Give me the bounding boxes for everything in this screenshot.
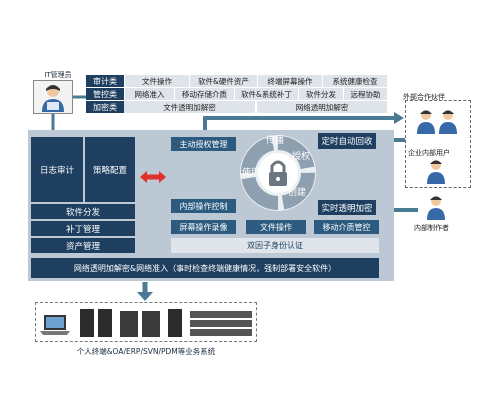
audit-health: 系统健康检查 bbox=[322, 75, 387, 87]
business-systems-box bbox=[35, 302, 257, 342]
control-network-access: 网络准入 bbox=[124, 88, 174, 100]
cycle-segment-authorize: 授权 bbox=[292, 152, 311, 162]
patch-mgmt-module: 补丁管理 bbox=[31, 221, 135, 236]
cycle-ring bbox=[240, 135, 316, 211]
category-control: 管控类 bbox=[86, 88, 124, 100]
enterprise-user-icon bbox=[427, 160, 445, 184]
control-software-dist: 软件分发 bbox=[298, 88, 343, 100]
bidirectional-arrow-icon bbox=[140, 171, 166, 183]
asset-mgmt-module: 资产管理 bbox=[31, 238, 135, 253]
policy-config-module: 策略配置 bbox=[85, 137, 135, 202]
external-partner-label: 外部合作伙伴 bbox=[403, 93, 445, 101]
internal-creator-icon bbox=[427, 196, 445, 220]
encrypt-network: 网络透明加解密 bbox=[256, 101, 387, 113]
encrypt-file: 文件透明加解密 bbox=[124, 101, 255, 113]
active-auth-module: 主动授权管理 bbox=[171, 137, 236, 151]
cycle-segment-use: 使用 bbox=[242, 168, 261, 178]
screen-record-module: 屏幕操作录像 bbox=[171, 220, 236, 234]
enterprise-user-label: 企业内部用户 bbox=[408, 149, 450, 157]
down-arrow-head bbox=[137, 292, 153, 301]
audit-file-ops: 文件操作 bbox=[124, 75, 189, 87]
lifecycle-cycle: 传播 授权 创建 使用 bbox=[238, 133, 318, 213]
partner-box bbox=[405, 100, 471, 188]
auth-arrow-head bbox=[394, 112, 404, 124]
lock-icon bbox=[269, 160, 287, 186]
two-factor-auth-module: 双因子身份认证 bbox=[171, 238, 379, 253]
it-admin-frame bbox=[33, 80, 73, 114]
software-dist-module: 软件分发 bbox=[31, 204, 135, 219]
log-audit-module: 日志审计 bbox=[31, 137, 83, 202]
admin-user-icon bbox=[42, 85, 64, 112]
it-admin-label: IT管理员 bbox=[44, 71, 72, 79]
policy-table: 审计类 文件操作 软件&硬件资产 终端屏幕操作 系统健康检查 管控类 网络准入 … bbox=[86, 75, 387, 113]
internal-op-control-module: 内部操作控制 bbox=[171, 199, 236, 213]
control-mobile-storage: 移动存储介质 bbox=[174, 88, 234, 100]
audit-assets: 软件&硬件资产 bbox=[189, 75, 257, 87]
audit-screen: 终端屏幕操作 bbox=[257, 75, 322, 87]
network-encrypt-bar: 网络透明加解密&网络准入（事时检查终端健康情况，强制部署安全软件） bbox=[31, 258, 379, 278]
file-ops-module: 文件操作 bbox=[246, 220, 306, 234]
cycle-segment-create: 创建 bbox=[288, 188, 307, 198]
partner-group-icon bbox=[417, 110, 457, 134]
control-remote-assist: 远程协助 bbox=[343, 88, 387, 100]
realtime-encrypt-module: 实时透明加密 bbox=[318, 200, 376, 215]
systems-caption: 个人终端&OA/ERP/SVN/PDM等业务系统 bbox=[76, 347, 216, 356]
internal-creator-label: 内部制作者 bbox=[414, 224, 449, 232]
systems-devices-icon bbox=[40, 309, 252, 337]
category-encrypt: 加密类 bbox=[86, 101, 124, 113]
mobile-media-module: 移动介质管控 bbox=[314, 220, 379, 234]
timed-recall-module: 定时自动回收 bbox=[318, 133, 376, 149]
cycle-segment-spread: 传播 bbox=[266, 136, 285, 146]
category-audit: 审计类 bbox=[86, 75, 124, 87]
control-patch: 软件&系统补丁 bbox=[234, 88, 298, 100]
